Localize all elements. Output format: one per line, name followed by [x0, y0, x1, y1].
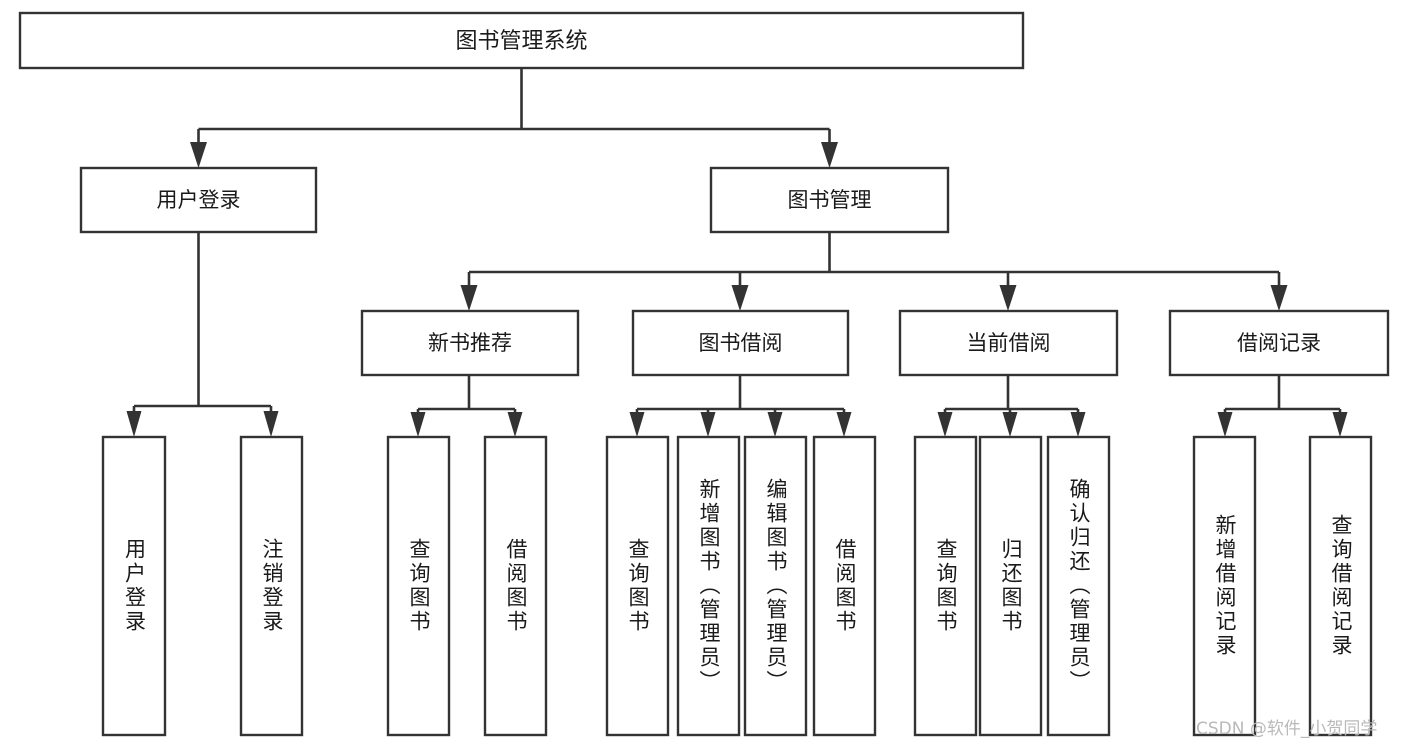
node-leaf-user-logout-box[interactable] — [239, 435, 304, 737]
connector-group-book-manage — [460, 232, 1288, 311]
arrow-head-leaf-borrow-borrow-book — [836, 412, 852, 437]
node-leaf-cur-confirm-return-box[interactable] — [1046, 435, 1111, 737]
connector-group-book-borrow — [629, 375, 852, 437]
node-book-manage-box[interactable] — [709, 166, 950, 234]
node-leaf-user-login-box[interactable] — [101, 435, 167, 737]
connector-group-current-borrow — [937, 375, 1086, 437]
connector-group-new-book-rec — [410, 375, 523, 437]
node-leaf-borrow-add-book-box[interactable] — [676, 435, 741, 737]
arrow-head-new-book-rec — [460, 285, 478, 311]
node-user-login-box[interactable] — [79, 166, 318, 234]
node-current-borrow[interactable]: 当前借阅 — [898, 309, 1119, 377]
arrow-head-leaf-borrow-edit-book — [767, 412, 783, 437]
node-book-borrow-box[interactable] — [631, 309, 850, 377]
node-borrow-record-label: 借阅记录 — [1237, 331, 1321, 355]
node-root-label: 图书管理系统 — [455, 29, 587, 54]
arrow-head-book-manage — [821, 142, 838, 168]
arrow-head-leaf-cur-return-book — [1002, 412, 1018, 437]
arrow-head-leaf-cur-query-book — [937, 412, 953, 437]
node-leaf-rec-query-record-box[interactable] — [1308, 435, 1373, 737]
node-book-borrow-label: 图书借阅 — [699, 331, 783, 355]
arrow-head-leaf-cur-confirm-return — [1070, 412, 1086, 437]
node-new-book-rec-box[interactable] — [360, 309, 580, 377]
arrow-head-current-borrow — [999, 285, 1017, 311]
arrow-head-user-login — [190, 142, 207, 168]
node-leaf-cur-return-book-box[interactable] — [978, 435, 1043, 737]
node-book-manage-label: 图书管理 — [788, 188, 872, 212]
node-borrow-record-box[interactable] — [1168, 309, 1390, 377]
node-new-book-rec[interactable]: 新书推荐 — [360, 309, 580, 377]
node-leaf-rec-query-book-box[interactable] — [386, 435, 451, 737]
arrow-head-leaf-rec-query-record — [1332, 412, 1348, 437]
node-root-box[interactable] — [18, 11, 1025, 70]
node-user-login-label: 用户登录 — [157, 188, 241, 212]
connector-group-borrow-record — [1217, 375, 1348, 437]
connector-group-user-login — [126, 232, 279, 437]
node-book-borrow[interactable]: 图书借阅 — [631, 309, 850, 377]
node-borrow-record[interactable]: 借阅记录 — [1168, 309, 1390, 377]
arrow-head-leaf-rec-query-book — [410, 412, 426, 437]
node-current-borrow-label: 当前借阅 — [967, 331, 1051, 355]
arrow-head-leaf-user-logout — [263, 411, 279, 437]
arrow-head-leaf-borrow-add-book — [700, 412, 716, 437]
node-root[interactable]: 图书管理系统 — [18, 11, 1025, 70]
node-leaf-rec-borrow-book-box[interactable] — [483, 435, 548, 737]
node-leaf-cur-query-book-box[interactable] — [913, 435, 978, 737]
arrow-head-borrow-record — [1270, 285, 1288, 311]
node-current-borrow-box[interactable] — [898, 309, 1119, 377]
arrow-head-leaf-borrow-query-book — [629, 412, 645, 437]
node-user-login[interactable]: 用户登录 — [79, 166, 318, 234]
connector-group-root — [190, 68, 838, 168]
node-leaf-borrow-query-book-box[interactable] — [605, 435, 670, 737]
node-leaf-rec-add-record-box[interactable] — [1192, 435, 1257, 737]
node-new-book-rec-label: 新书推荐 — [428, 331, 512, 355]
arrow-head-leaf-rec-borrow-book — [507, 412, 523, 437]
arrow-head-book-borrow — [731, 285, 749, 311]
arrow-head-leaf-user-login — [126, 411, 142, 437]
node-leaf-borrow-borrow-book-box[interactable] — [812, 435, 877, 737]
node-leaf-borrow-edit-book-box[interactable] — [743, 435, 808, 737]
arrow-head-leaf-rec-add-record — [1217, 412, 1233, 437]
node-book-manage[interactable]: 图书管理 — [709, 166, 950, 234]
csdn-watermark: CSDN @软件_小贺同学 — [1196, 719, 1378, 739]
